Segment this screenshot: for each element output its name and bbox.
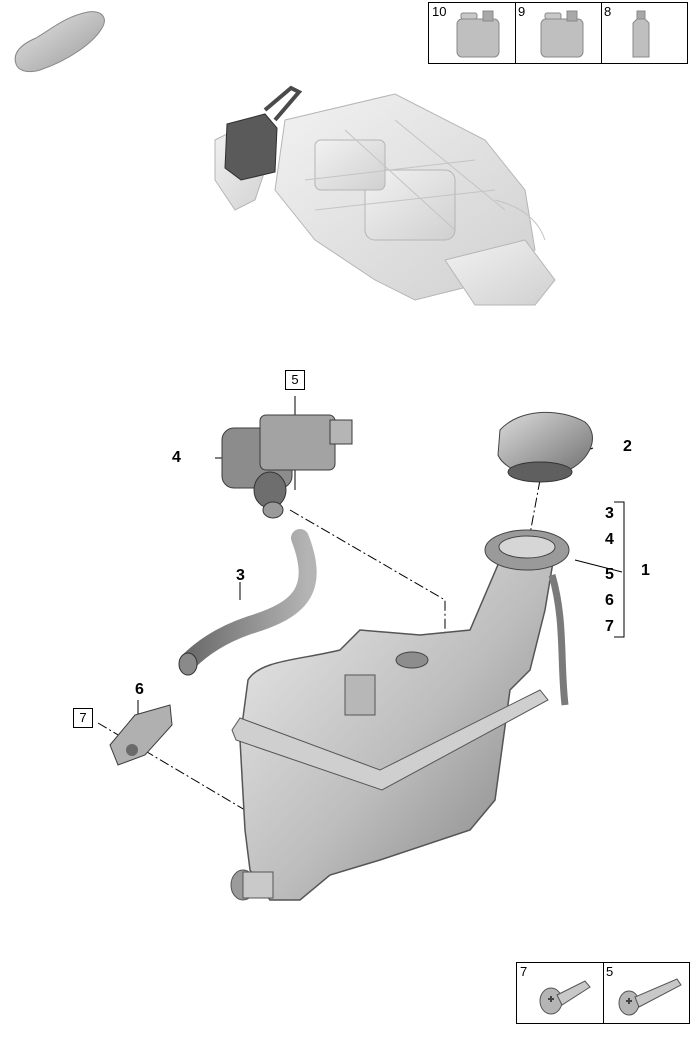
cap-part xyxy=(497,411,593,483)
valve-part xyxy=(221,414,353,519)
engine-compartment-illustration xyxy=(214,85,556,306)
hose-part xyxy=(179,529,317,671)
cell-number: 10 xyxy=(432,4,447,19)
cell-number: 7 xyxy=(520,964,528,979)
canister-medium-icon xyxy=(540,10,584,58)
group-item-4: 4 xyxy=(605,531,614,548)
cell-number: 9 xyxy=(518,4,526,19)
callout-6: 6 xyxy=(135,681,144,698)
long-screw-icon xyxy=(618,978,682,1016)
fastener-cell-5[interactable]: 5 xyxy=(603,963,689,1023)
fluid-cell-9[interactable]: 9 xyxy=(515,3,602,63)
callout-1: 1 xyxy=(641,562,650,579)
group-item-5: 5 xyxy=(605,566,614,583)
group-item-7: 7 xyxy=(605,618,614,635)
coolant-reservoir-diagram xyxy=(97,396,625,901)
callout-7-boxed: 7 xyxy=(73,708,93,728)
vehicle-silhouette-icon xyxy=(14,11,105,73)
bracket-part xyxy=(109,704,173,766)
short-screw-icon xyxy=(539,980,591,1015)
fasteners-panel: 7 5 xyxy=(516,962,690,1024)
fastener-cell-7[interactable]: 7 xyxy=(517,963,604,1023)
cell-number: 5 xyxy=(606,964,614,979)
group-item-6: 6 xyxy=(605,592,614,609)
fluid-cell-8[interactable]: 8 xyxy=(601,3,687,63)
cell-number: 8 xyxy=(604,4,612,19)
callout-5-boxed: 5 xyxy=(285,370,305,390)
callout-3: 3 xyxy=(236,567,245,584)
callout-4: 4 xyxy=(172,449,181,466)
canister-large-icon xyxy=(456,10,500,58)
fluids-panel: 10 9 8 xyxy=(428,2,688,64)
bottle-icon xyxy=(632,10,650,58)
group-item-3: 3 xyxy=(605,505,614,522)
reservoir-highlight xyxy=(224,113,278,181)
fluid-cell-10[interactable]: 10 xyxy=(429,3,516,63)
callout-2: 2 xyxy=(623,438,632,455)
